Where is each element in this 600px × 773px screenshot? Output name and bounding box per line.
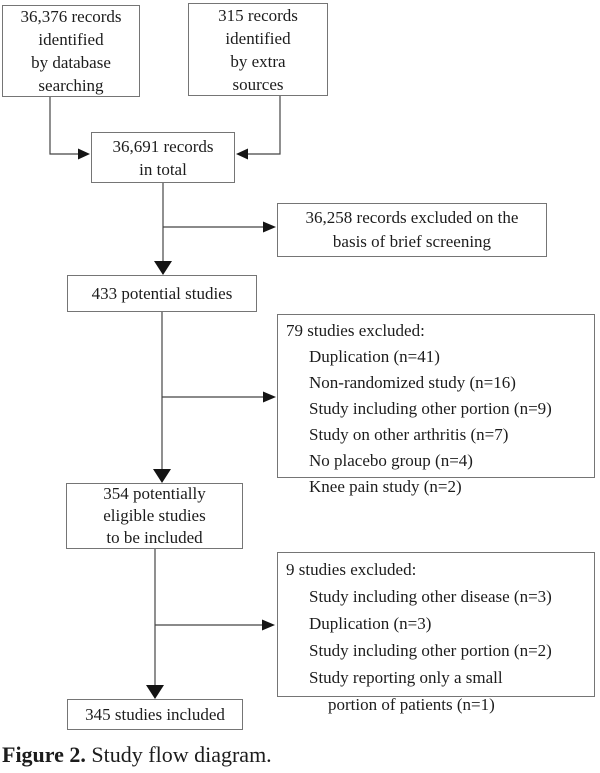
- box-text-line: 354 potentially: [103, 484, 206, 503]
- exclusion-reason: Non-randomized study (n=16): [309, 373, 516, 392]
- exclusion-reason: Knee pain study (n=2): [309, 477, 462, 496]
- box-text-line: by extra: [230, 51, 286, 71]
- box-text-line: 36,376 records: [20, 7, 122, 26]
- exclusion-reason: No placebo group (n=4): [309, 451, 473, 470]
- arrowhead-eligible-to-included-icon: [146, 685, 164, 699]
- arrowhead-db-to-total-icon: [78, 148, 90, 160]
- exclusion-reason: Duplication (n=3): [309, 614, 432, 633]
- box-text-line: identified: [38, 30, 104, 49]
- box-records-extra-sources: 315 records identified by extra sources: [188, 3, 328, 96]
- exclusion-reason: Study on other arthritis (n=7): [309, 425, 509, 444]
- box-text-line: identified: [225, 28, 291, 48]
- box-text-line: 36,258 records excluded on the: [305, 208, 519, 227]
- box-excluded-79-studies: 79 studies excluded: Duplication (n=41) …: [277, 314, 595, 496]
- figure-caption-label: Figure 2.: [2, 742, 86, 767]
- box-excluded-brief-screening: 36,258 records excluded on the basis of …: [277, 203, 547, 257]
- box-eligible-studies: 354 potentially eligible studies to be i…: [66, 483, 243, 549]
- connector-db-to-total: [49, 97, 78, 155]
- box-text-line: by database: [31, 53, 111, 72]
- exclusion-reason: Study including other portion (n=2): [309, 641, 552, 660]
- exclusion-title: 79 studies excluded:: [286, 321, 425, 340]
- box-text-line: to be included: [106, 528, 203, 547]
- arrowhead-branch-brief-screening-icon: [263, 221, 276, 233]
- arrowhead-branch-79-excluded-icon: [263, 391, 276, 403]
- exclusion-reason: Study including other disease (n=3): [309, 587, 552, 606]
- box-text-line: 36,691 records: [112, 136, 214, 156]
- box-text-line: eligible studies: [103, 506, 206, 525]
- figure-caption-text: Study flow diagram.: [91, 742, 272, 767]
- arrowhead-branch-9-excluded-icon: [262, 619, 275, 631]
- exclusion-reason: Study reporting only a small: [309, 668, 503, 687]
- arrowhead-potential-to-eligible-icon: [153, 469, 171, 483]
- box-studies-included: 345 studies included: [67, 699, 243, 730]
- exclusion-reason: Duplication (n=41): [309, 347, 440, 366]
- box-text-line: 315 records: [218, 5, 298, 25]
- figure-caption: Figure 2. Study flow diagram.: [2, 741, 592, 769]
- box-text-line: 433 potential studies: [91, 284, 233, 303]
- connector-extra-to-total: [248, 96, 281, 155]
- exclusion-reason-continued: portion of patients (n=1): [328, 695, 495, 714]
- box-text-line: sources: [232, 74, 284, 94]
- box-excluded-9-studies: 9 studies excluded: Study including othe…: [277, 552, 595, 714]
- arrowhead-total-to-potential-icon: [154, 261, 172, 275]
- box-records-total: 36,691 records in total: [91, 132, 235, 183]
- exclusion-title: 9 studies excluded:: [286, 560, 417, 579]
- box-text-line: searching: [38, 76, 104, 95]
- box-potential-studies: 433 potential studies: [67, 275, 257, 312]
- box-text-line: 345 studies included: [85, 705, 225, 724]
- exclusion-reason: Study including other portion (n=9): [309, 399, 552, 418]
- arrowhead-extra-to-total-icon: [236, 148, 248, 160]
- box-records-database-searching: 36,376 records identified by database se…: [2, 5, 140, 97]
- box-text-line: basis of brief screening: [332, 232, 492, 251]
- box-text-line: in total: [139, 159, 187, 179]
